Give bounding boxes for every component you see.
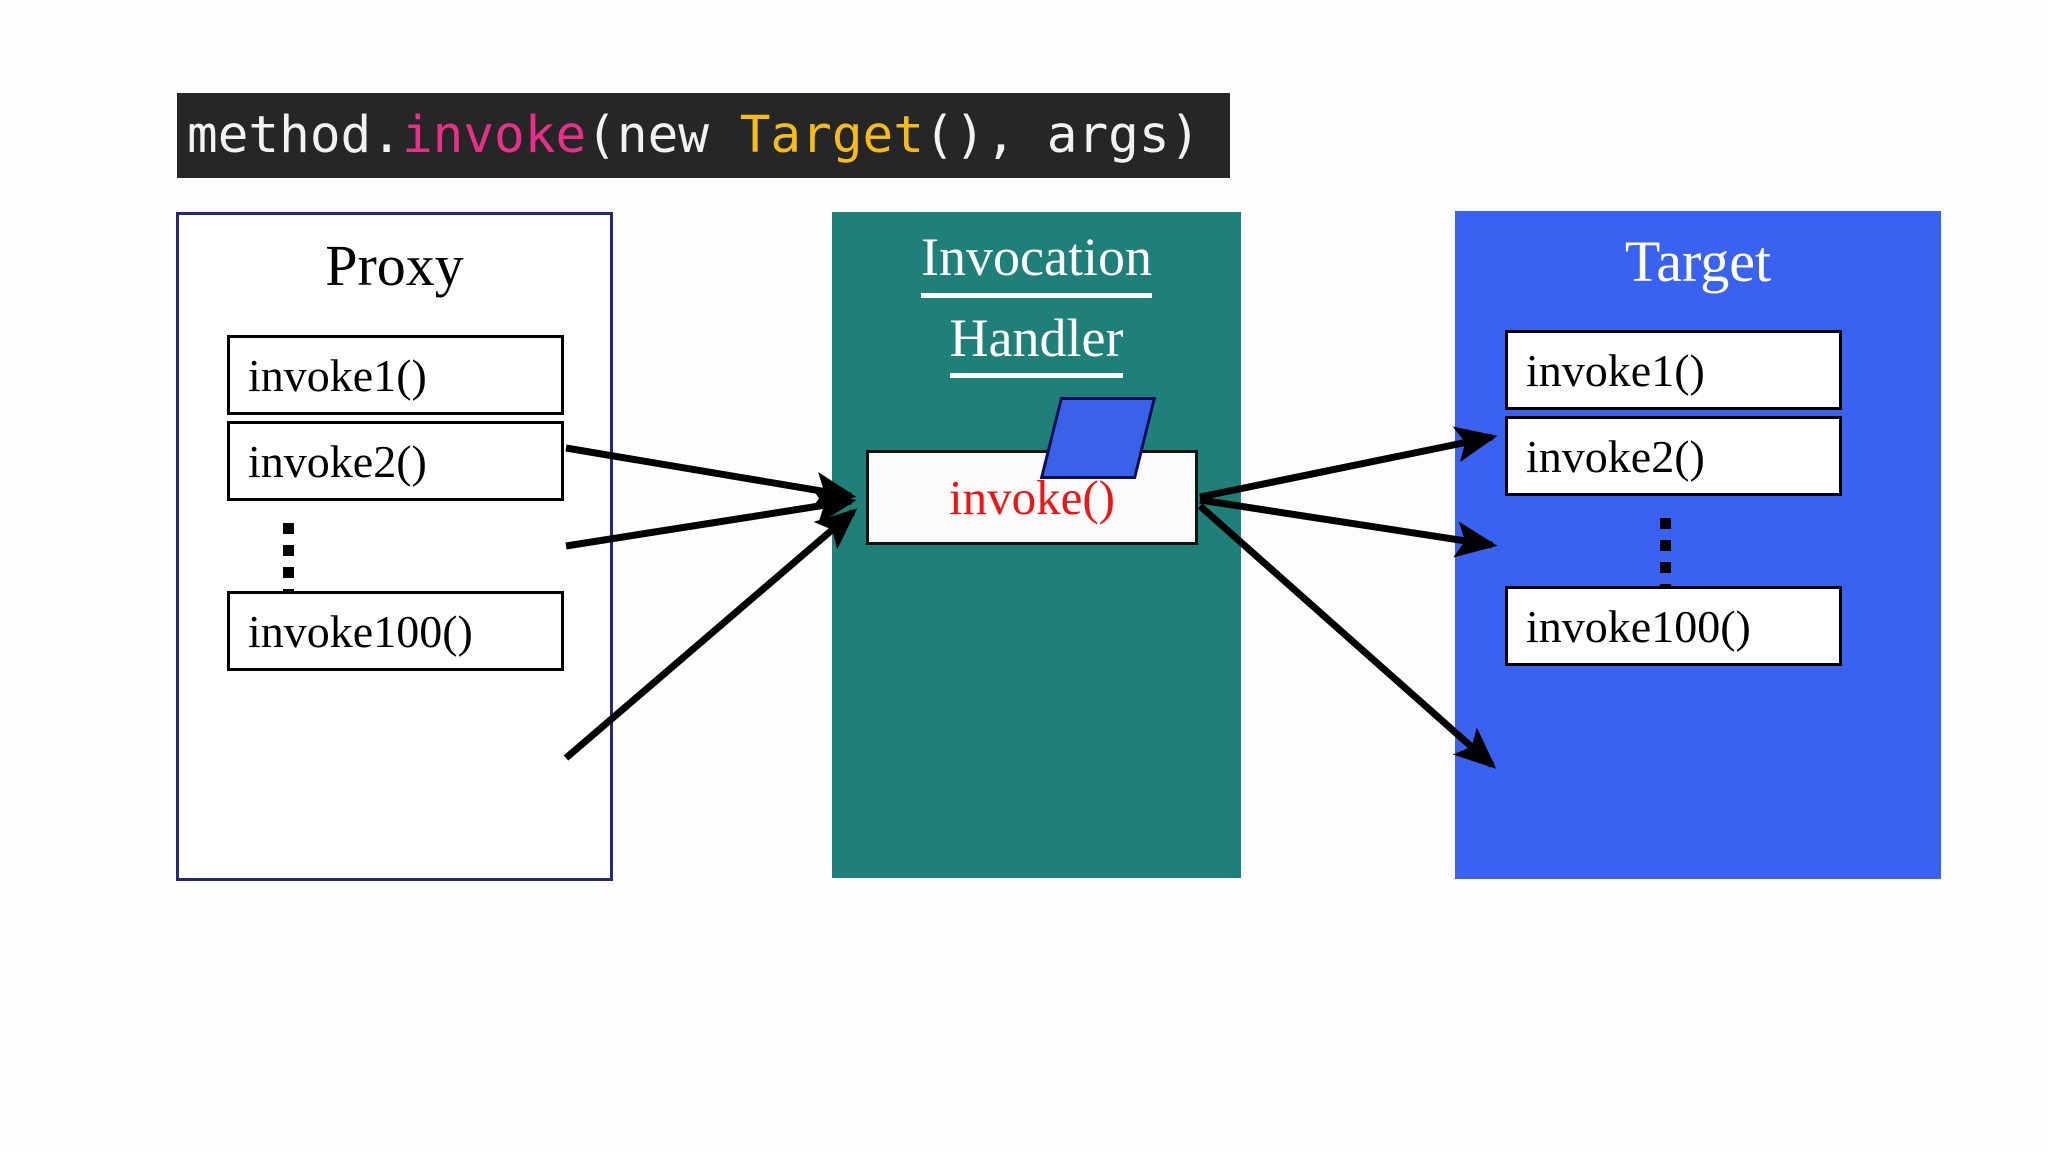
invocation-handler-title: Invocation Handler — [832, 226, 1241, 387]
invocation-handler-panel: Invocation Handler invoke() — [832, 212, 1241, 878]
target-method-invoke1[interactable]: invoke1() — [1505, 330, 1842, 410]
handler-invoke-method-label: invoke() — [949, 470, 1115, 525]
proxy-panel: Proxy invoke1() invoke2() invoke100() — [176, 212, 613, 881]
proxy-vertical-ellipsis-icon — [283, 523, 294, 600]
invocation-handler-title-line2: Handler — [949, 307, 1124, 379]
target-method-invoke100-label: invoke100() — [1526, 600, 1751, 652]
code-token-object: method. — [187, 106, 402, 165]
target-method-invoke2[interactable]: invoke2() — [1505, 416, 1842, 496]
code-token-args: (), args) — [923, 106, 1201, 165]
proxy-method-invoke100-label: invoke100() — [248, 605, 473, 657]
target-method-invoke2-label: invoke2() — [1526, 430, 1705, 482]
arrows-handler-to-target — [1197, 426, 1498, 769]
code-token-target-type: Target — [739, 106, 924, 165]
target-vertical-ellipsis-icon — [1660, 518, 1671, 595]
arrow-handler-to-target-invoke100 — [1197, 503, 1497, 769]
proxy-title: Proxy — [325, 233, 464, 298]
target-panel: Target invoke1() invoke2() invoke100() — [1455, 211, 1941, 879]
proxy-method-invoke2[interactable]: invoke2() — [227, 421, 564, 501]
proxy-method-invoke100[interactable]: invoke100() — [227, 591, 564, 671]
handler-invoke-method[interactable]: invoke() — [866, 450, 1198, 545]
target-title: Target — [1624, 229, 1772, 294]
target-method-invoke100[interactable]: invoke100() — [1505, 586, 1842, 666]
proxy-method-invoke1-label: invoke1() — [248, 349, 427, 401]
code-token-new: (new — [586, 106, 740, 165]
target-method-invoke1-label: invoke1() — [1526, 344, 1705, 396]
code-token-invoke: invoke — [401, 106, 587, 165]
code-banner: method.invoke(new Target(), args) — [177, 93, 1230, 178]
arrow-handler-to-target-invoke2 — [1199, 496, 1498, 558]
proxy-method-invoke2-label: invoke2() — [248, 435, 427, 487]
invocation-handler-title-line1: Invocation — [921, 226, 1152, 298]
proxy-method-invoke1[interactable]: invoke1() — [227, 335, 564, 415]
arrow-handler-to-target-invoke1 — [1199, 426, 1498, 501]
parallelogram-badge-icon — [1039, 397, 1157, 479]
